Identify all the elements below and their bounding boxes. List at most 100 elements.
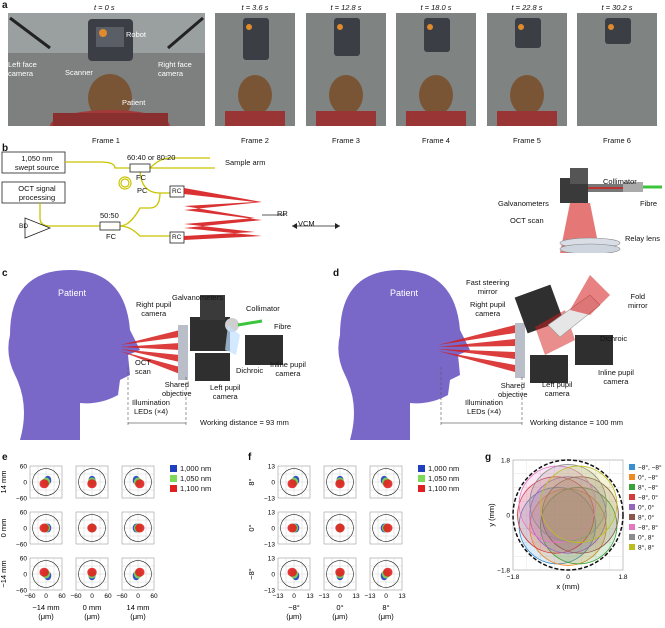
panel-c-label: c: [2, 268, 8, 279]
processing-label: OCT signal processing: [18, 184, 56, 202]
panel_f-spot-cell: [323, 465, 357, 499]
callout-right-camera: Right face camera: [158, 60, 192, 78]
panel-e-label: e: [2, 452, 8, 463]
panel-a-label: a: [2, 0, 8, 11]
rc-bottom-label: RC: [172, 234, 182, 241]
panel_f-unit-label: (μm): [378, 612, 394, 621]
y-tick-label: −1.8: [497, 568, 510, 575]
inline-pupil-label-d: Inline pupil camera: [598, 368, 634, 386]
bd-label: BD: [19, 223, 29, 230]
y-tick-label: 0: [506, 513, 510, 520]
illumination-label-d: Illumination LEDs (×4): [465, 398, 503, 416]
fibre-label-c: Fibre: [274, 322, 292, 331]
legend-label-g: −8°, 0°: [638, 494, 658, 502]
legend-swatch-g: [629, 504, 635, 510]
panel_f-ytick: 13: [268, 510, 276, 517]
fc-bottom-ratio: 50:50: [100, 211, 119, 220]
legend-label-g: 8°, −8°: [638, 484, 658, 492]
y-tick-label: 1.8: [501, 458, 510, 465]
fast-steering-label-d: Fast steering mirror: [466, 278, 510, 296]
panel_f-xtick: −13: [272, 593, 283, 600]
legend-swatch-g: [629, 544, 635, 550]
legend-swatch: [418, 465, 425, 472]
legend-item: 1,000 nm: [418, 464, 459, 474]
callout-patient: Patient: [122, 98, 146, 107]
panel_e-unit-label: (μm): [38, 612, 54, 621]
panel_e-ytick: −60: [16, 588, 27, 595]
legend-label-g: 0°, 8°: [638, 534, 654, 542]
panel_e-xtick: 0: [136, 593, 140, 600]
collimator-label-c: Collimator: [246, 304, 280, 313]
panel_f-ytick: 0: [271, 572, 275, 579]
panel-d-illustration: [338, 270, 613, 440]
left-pupil-label-c: Left pupil camera: [210, 383, 241, 401]
time-label-1: t = 0 s: [94, 3, 115, 12]
inline-pupil-label-c: Inline pupil camera: [270, 360, 306, 378]
panel_e-xtick: −60: [116, 593, 127, 600]
panel_f-xtick: 0: [384, 593, 388, 600]
panel_f-ytick: −13: [264, 542, 275, 549]
patient-label-c: Patient: [58, 288, 87, 298]
panel_f-xtick: −13: [364, 593, 375, 600]
panel_e-spot-cell: [75, 557, 109, 591]
panel_e-xtick: −60: [70, 593, 81, 600]
right-pupil-label-c: Right pupil camera: [136, 300, 172, 318]
panel_e-spot-cell: [29, 511, 63, 545]
legend-swatch: [418, 485, 425, 492]
boundary-circle: [512, 459, 624, 571]
panel_f-row-label-0: 8°: [248, 478, 256, 485]
panel_f-spot-cell: [369, 465, 403, 499]
pupil-circle-4: [529, 476, 607, 554]
vcm-label: VCM: [298, 219, 315, 228]
panel_e-ytick: 60: [20, 510, 28, 517]
legend-swatch-g: [629, 484, 635, 490]
panel_e-spot-cell: [121, 511, 155, 545]
panel_f-col-label-1: 0°: [336, 603, 343, 612]
panel_f-ytick: −13: [264, 588, 275, 595]
time-label-3: t = 12.8 s: [330, 3, 362, 12]
panel_e-xtick: 60: [104, 593, 112, 600]
y-axis-label: y (mm): [487, 503, 496, 527]
legend-label-g: −8°, −8°: [638, 464, 662, 472]
legend-item: 1,100 nm: [418, 484, 459, 494]
panel-f-label: f: [248, 452, 252, 463]
panel_e-ytick: −60: [16, 496, 27, 503]
legend-label: 1,050 nm: [428, 474, 460, 483]
legend-label: 1,050 nm: [180, 474, 212, 483]
time-label-5: t = 22.8 s: [511, 3, 543, 12]
time-label-2: t = 3.6 s: [241, 3, 269, 12]
legend-item: 1,100 nm: [170, 484, 211, 494]
shared-objective-label-d: Shared objective: [498, 381, 528, 399]
time-label-4: t = 18.0 s: [420, 3, 452, 12]
panel_e-xtick: −60: [24, 593, 35, 600]
panel-d-label: d: [333, 268, 340, 279]
panel_e-xtick: 60: [58, 593, 66, 600]
panel_e-unit-label: (μm): [130, 612, 146, 621]
panel_e-col-label-2: 14 mm: [127, 603, 150, 612]
callout-robot: Robot: [126, 30, 147, 39]
panel_e-row-label-2: −14 mm: [0, 560, 8, 587]
panel_f-ytick: −13: [264, 496, 275, 503]
panel_f-ytick: 0: [271, 480, 275, 487]
x-tick-label: 1.8: [618, 574, 627, 581]
frame-caption-4: Frame 4: [422, 136, 450, 145]
panel_e-ytick: 0: [23, 480, 27, 487]
legend-swatch: [170, 465, 177, 472]
panel_f-xtick: 0: [292, 593, 296, 600]
relay-lens-label-b: Relay lens: [625, 234, 661, 243]
right-pupil-label-d: Right pupil camera: [470, 300, 506, 318]
panel_f-col-label-0: −8°: [288, 603, 300, 612]
working-distance-d: Working distance = 100 mm: [530, 418, 624, 427]
panel_f-ytick: 13: [268, 556, 276, 563]
panel_f-spot-cell: [277, 511, 311, 545]
frame-3-image: [306, 13, 386, 126]
legend-label: 1,000 nm: [180, 464, 212, 473]
panel_e-row-label-1: 0 mm: [0, 519, 8, 538]
panel_f-ytick: 13: [268, 464, 276, 471]
legend-swatch-g: [629, 494, 635, 500]
legend-swatch-g: [629, 514, 635, 520]
panel_e-col-label-1: 0 mm: [83, 603, 102, 612]
oct-system-schematic: [1, 151, 662, 253]
x-axis-label: x (mm): [556, 582, 580, 591]
